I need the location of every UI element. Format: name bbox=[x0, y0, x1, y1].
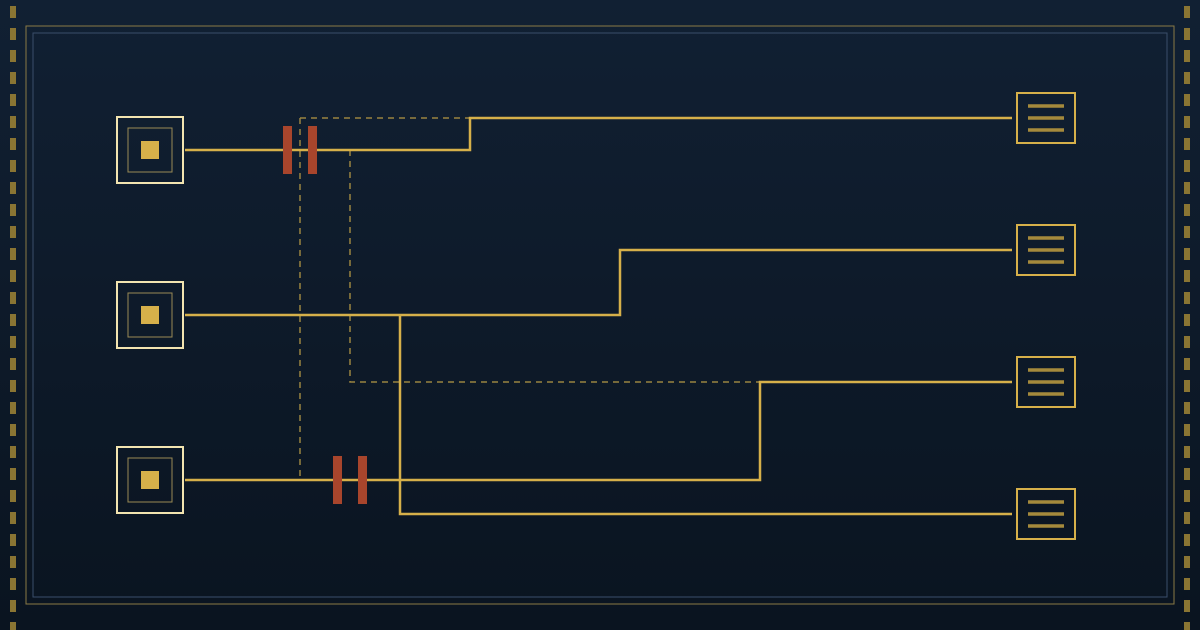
terminal-4 bbox=[1016, 488, 1076, 540]
menu-lines-icon bbox=[1028, 236, 1064, 264]
capacitor-1-icon bbox=[283, 126, 317, 174]
wire-source-2-terminal-4 bbox=[398, 315, 1012, 516]
terminal-2 bbox=[1016, 224, 1076, 276]
inner-frame bbox=[32, 32, 1168, 598]
source-1 bbox=[116, 116, 184, 184]
menu-lines-icon bbox=[1028, 368, 1064, 396]
wire-source-1-terminal-1 bbox=[185, 116, 1012, 152]
menu-lines-icon bbox=[1028, 104, 1064, 132]
chip-square-icon bbox=[141, 141, 159, 159]
source-2 bbox=[116, 281, 184, 349]
menu-lines-icon bbox=[1028, 500, 1064, 528]
wire-source-2-terminal-2 bbox=[185, 248, 1012, 317]
source-3 bbox=[116, 446, 184, 514]
terminal-3 bbox=[1016, 356, 1076, 408]
dashed-wire-vertical-right bbox=[349, 150, 760, 383]
capacitor-2-icon bbox=[333, 456, 367, 504]
outer-frame bbox=[25, 25, 1175, 605]
chip-square-icon bbox=[141, 471, 159, 489]
terminal-1 bbox=[1016, 92, 1076, 144]
solid-wires bbox=[185, 116, 1012, 516]
chip-square-icon bbox=[141, 306, 159, 324]
wire-source-3-terminal-3 bbox=[185, 380, 1012, 482]
